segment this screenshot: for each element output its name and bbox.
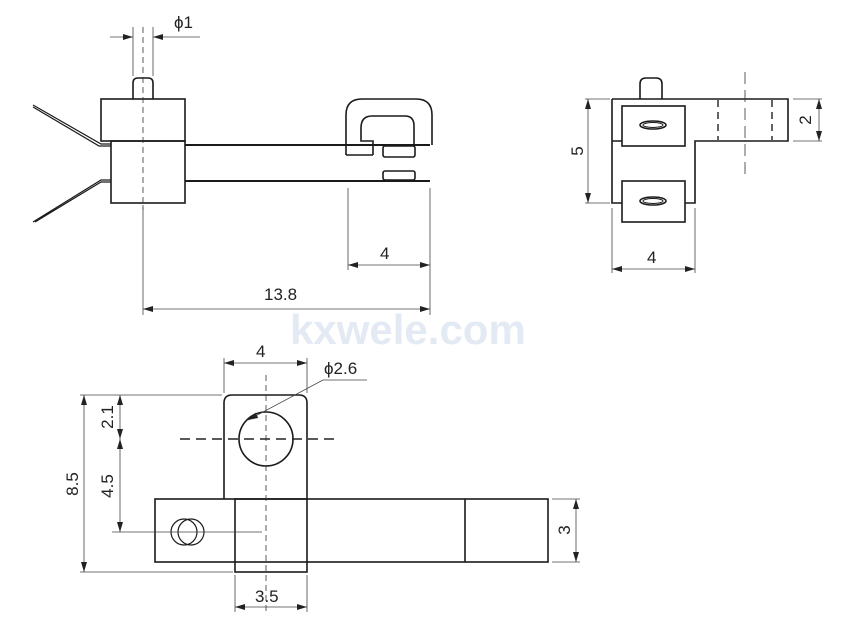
dim-hole-to-pin: 4.5 — [98, 474, 117, 498]
clip — [345, 98, 433, 156]
dim-total-length: 13.8 — [264, 285, 297, 304]
dim-height: 5 — [568, 146, 587, 155]
dim-tab-width: 4 — [256, 342, 265, 361]
dim-width: 4 — [647, 248, 656, 267]
dim-arm-height: 2 — [796, 115, 815, 124]
dim-bar-height: 3 — [555, 525, 574, 534]
end-view: 5 2 4 — [568, 72, 822, 273]
dim-block-width: 3.5 — [255, 587, 279, 606]
dim-hole-offset: 2.1 — [98, 405, 117, 429]
dim-total-height: 8.5 — [63, 472, 82, 496]
lower-block — [110, 140, 186, 204]
side-view: ϕ1 4 13.8 — [32, 13, 433, 315]
top-view: 4 ϕ2.6 8.5 2.1 4.5 3 3.5 — [63, 342, 580, 612]
watermark: kxwele.com — [290, 306, 526, 353]
dim-pin-diameter: ϕ1 — [174, 13, 193, 32]
dim-clip-length: 4 — [380, 244, 389, 263]
dim-hole-diameter: ϕ2.6 — [324, 359, 357, 378]
